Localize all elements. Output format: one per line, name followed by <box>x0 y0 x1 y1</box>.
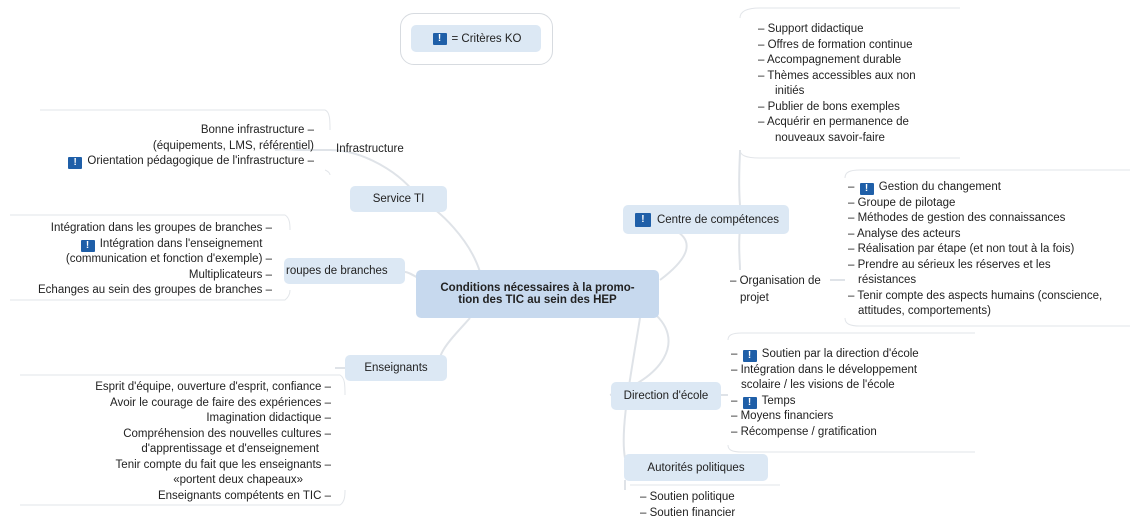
groupes-item: Intégration dans les groupes de branches… <box>50 222 272 234</box>
direction-item: – ! Soutien par la direction d'école <box>731 348 919 362</box>
legend-key: ! = Critères KO <box>411 25 541 52</box>
organisation-item: attitudes, comportements) <box>858 305 991 317</box>
direction-item: – Récompense / gratification <box>731 425 877 438</box>
ko-marker-icon: ! <box>859 183 874 195</box>
centre-item: – Publier de bons exemples <box>758 100 900 113</box>
central-topic-line2: tion des TIC au sein des HEP <box>458 294 617 306</box>
ko-marker-icon: ! <box>432 32 447 45</box>
centre-item: – Accompagnement durable <box>758 54 902 66</box>
enseignants-item: Imagination didactique – <box>206 412 331 424</box>
branch-organisation-de-projet[interactable]: – Organisation de projet <box>730 273 821 307</box>
enseignants-item: «portent deux chapeaux» <box>173 474 303 486</box>
infrastructure-item: (équipements, LMS, référentiel) <box>152 139 314 152</box>
groupes-item: Multiplicateurs – <box>188 268 272 281</box>
branch-autorites-label: Autorités politiques <box>647 461 745 474</box>
organisation-label-line1: – Organisation de <box>730 275 821 287</box>
centre-item: nouveaux savoir-faire <box>775 131 885 144</box>
centre-item: – Offres de formation continue <box>758 38 913 51</box>
organisation-item: – Analyse des acteurs <box>848 227 961 240</box>
centre-items: – Support didactique – Offres de formati… <box>758 22 916 146</box>
enseignants-item: Avoir le courage de faire des expérience… <box>110 396 331 409</box>
direction-items: – ! Soutien par la direction d'école – I… <box>731 347 919 440</box>
autorites-item: – Soutien financier <box>640 506 736 519</box>
ko-marker-icon: ! <box>634 212 651 227</box>
legend-text: = Critères KO <box>451 32 522 45</box>
branch-groupes-label: roupes de branches <box>286 265 388 277</box>
legend-box <box>400 13 553 65</box>
groupes-item: (communication et fonction d'exemple) – <box>65 253 272 265</box>
organisation-label-line2: projet <box>740 292 769 304</box>
centre-item: – Support didactique <box>758 23 864 35</box>
organisation-item: – Groupe de pilotage <box>848 196 956 209</box>
ko-marker-icon: ! <box>742 350 757 362</box>
branch-centre-label: Centre de compétences <box>656 213 780 226</box>
ko-marker-icon: ! <box>68 157 83 169</box>
central-topic[interactable]: Conditions nécessaires à la promo- tion … <box>416 270 659 318</box>
direction-item: – ! Temps <box>731 394 796 409</box>
branch-enseignants[interactable]: Enseignants <box>345 355 447 381</box>
branch-enseignants-label: Enseignants <box>364 362 428 374</box>
enseignants-item: Esprit d'équipe, ouverture d'esprit, con… <box>95 381 331 393</box>
direction-item: scolaire / les visions de l'école <box>741 379 895 391</box>
organisation-item: – Prendre au sérieux les réserves et les <box>848 258 1051 271</box>
enseignants-item: Compréhension des nouvelles cultures – <box>123 427 331 440</box>
branch-infrastructure-label[interactable]: Infrastructure <box>336 143 404 155</box>
centre-item: initiés <box>775 85 805 97</box>
enseignants-item: Tenir compte du fait que les enseignants… <box>115 458 331 471</box>
central-topic-line1: Conditions nécessaires à la promo- <box>440 282 635 294</box>
direction-item: – Intégration dans le développement <box>731 363 918 376</box>
branch-direction-label: Direction d'école <box>623 390 709 402</box>
branch-direction-ecole[interactable]: Direction d'école <box>611 382 721 410</box>
enseignants-item: Enseignants compétents en TIC – <box>157 489 331 502</box>
direction-item: – Moyens financiers <box>731 410 834 422</box>
branch-autorites-politiques[interactable]: Autorités politiques <box>624 454 768 481</box>
centre-item: – Acquérir en permanence de <box>758 116 909 128</box>
autorites-item: – Soutien politique <box>640 491 735 503</box>
organisation-item: – Méthodes de gestion des connaissances <box>848 212 1066 224</box>
groupes-item: ! Intégration dans l'enseignement <box>38 237 272 253</box>
organisation-item: résistances <box>858 274 917 286</box>
centre-item: – Thèmes accessibles aux non <box>758 69 916 82</box>
enseignants-items: Esprit d'équipe, ouverture d'esprit, con… <box>95 380 331 504</box>
groupes-item: Echanges au sein des groupes de branches… <box>38 284 272 296</box>
infrastructure-items: Bonne infrastructure – (équipements, LMS… <box>66 123 314 170</box>
organisation-item: – Réalisation par étape (et non tout à l… <box>848 243 1075 255</box>
organisation-item: – ! Gestion du changement <box>848 181 1001 195</box>
organisation-item: – Tenir compte des aspects humains (cons… <box>848 289 1103 302</box>
branch-service-ti[interactable]: Service TI <box>350 186 447 212</box>
infrastructure-item: ! Orientation pédagogique de l'infrastru… <box>66 154 314 170</box>
groupes-items: Intégration dans les groupes de branches… <box>38 221 272 299</box>
organisation-items: – ! Gestion du changement – Groupe de pi… <box>848 180 1102 320</box>
branch-centre-de-competences[interactable]: ! Centre de compétences <box>623 205 789 234</box>
branch-service-ti-label: Service TI <box>372 193 425 205</box>
infrastructure-item: Bonne infrastructure – <box>200 124 314 136</box>
branch-groupes-de-branches[interactable]: roupes de branches <box>284 258 405 284</box>
enseignants-item: d'apprentissage et d'enseignement <box>141 443 319 455</box>
autorites-items: – Soutien politique – Soutien financier <box>640 490 735 521</box>
ko-marker-icon: ! <box>80 239 95 252</box>
ko-marker-icon: ! <box>742 396 757 409</box>
